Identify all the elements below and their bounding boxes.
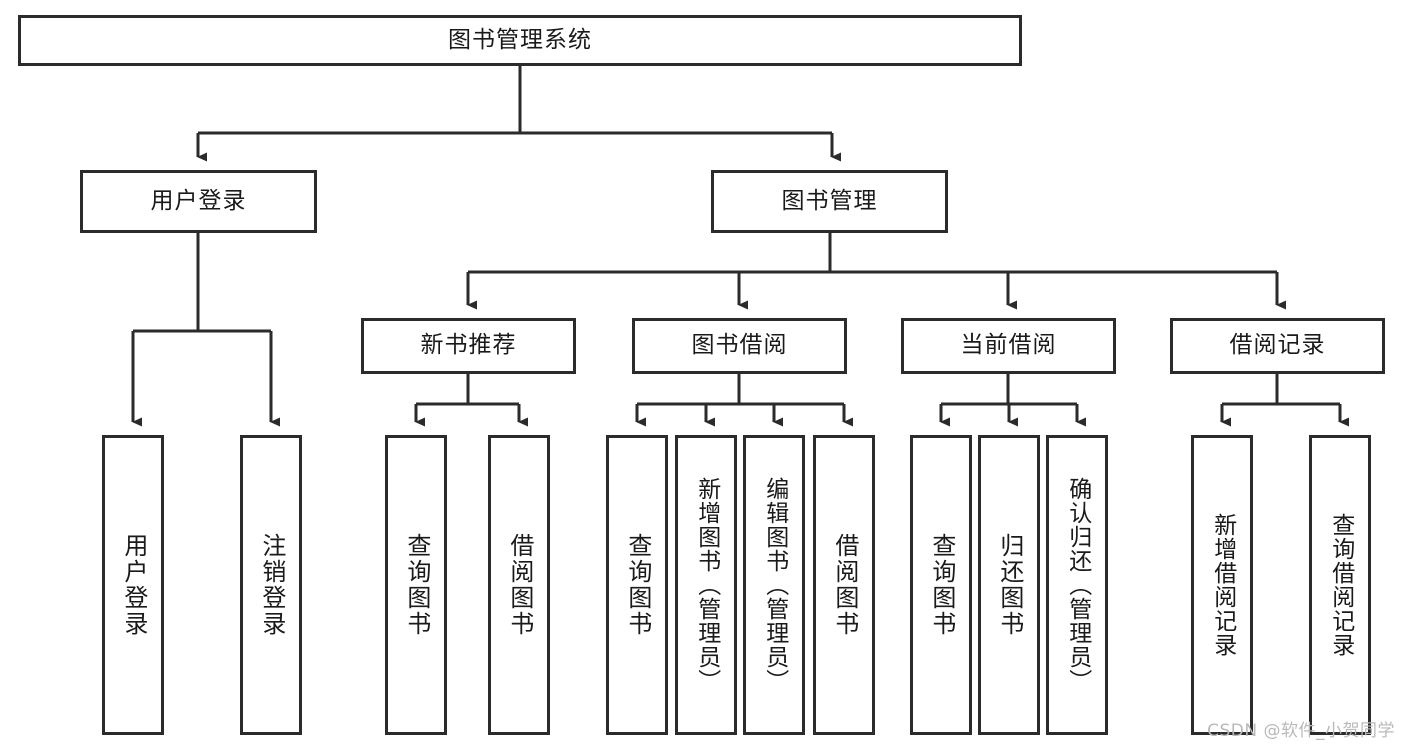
leaf-user-login-login[interactable]: 用户登录 — [102, 435, 164, 735]
leaf-book-borrow-query[interactable]: 查询图书 — [606, 435, 668, 735]
node-book-borrow-label: 图书借阅 — [691, 332, 788, 359]
node-new-book-recommend-label: 新书推荐 — [420, 332, 517, 359]
leaf-book-borrow-query-label: 查询图书 — [623, 533, 652, 637]
leaf-borrow-record-query-label: 查询借阅记录 — [1327, 513, 1354, 657]
leaf-new-book-query-label: 查询图书 — [402, 533, 431, 637]
leaf-borrow-record-add[interactable]: 新增借阅记录 — [1191, 435, 1253, 735]
leaf-current-borrow-return-label: 归还图书 — [995, 533, 1024, 637]
node-current-borrow-label: 当前借阅 — [960, 332, 1057, 359]
node-root-system[interactable]: 图书管理系统 — [18, 15, 1022, 66]
leaf-borrow-record-add-label: 新增借阅记录 — [1209, 513, 1236, 657]
leaf-current-borrow-query[interactable]: 查询图书 — [910, 435, 972, 735]
leaf-book-borrow-borrow[interactable]: 借阅图书 — [813, 435, 875, 735]
node-book-management[interactable]: 图书管理 — [711, 170, 948, 233]
leaf-current-borrow-confirm-label: 确认归还（管理员） — [1064, 477, 1091, 693]
leaf-book-borrow-edit[interactable]: 编辑图书（管理员） — [743, 435, 805, 735]
leaf-new-book-borrow[interactable]: 借阅图书 — [488, 435, 550, 735]
watermark-credit: CSDN @软件_小贺同学 — [1207, 721, 1395, 741]
leaf-current-borrow-confirm[interactable]: 确认归还（管理员） — [1046, 435, 1108, 735]
leaf-borrow-record-query[interactable]: 查询借阅记录 — [1309, 435, 1371, 735]
leaf-current-borrow-return[interactable]: 归还图书 — [978, 435, 1040, 735]
leaf-book-borrow-borrow-label: 借阅图书 — [830, 533, 859, 637]
leaf-current-borrow-query-label: 查询图书 — [927, 533, 956, 637]
node-borrow-record-label: 借阅记录 — [1229, 332, 1326, 359]
leaf-book-borrow-add[interactable]: 新增图书（管理员） — [675, 435, 737, 735]
leaf-new-book-query[interactable]: 查询图书 — [385, 435, 447, 735]
node-user-login-label: 用户登录 — [150, 187, 247, 214]
node-current-borrow[interactable]: 当前借阅 — [901, 318, 1116, 374]
leaf-user-login-logout-label: 注销登录 — [257, 533, 286, 637]
leaf-user-login-logout[interactable]: 注销登录 — [240, 435, 302, 735]
leaf-user-login-login-label: 用户登录 — [119, 533, 148, 637]
node-user-login[interactable]: 用户登录 — [80, 170, 317, 233]
node-book-management-label: 图书管理 — [781, 187, 878, 214]
leaf-book-borrow-add-label: 新增图书（管理员） — [693, 477, 720, 693]
node-root-system-label: 图书管理系统 — [448, 26, 592, 53]
leaf-new-book-borrow-label: 借阅图书 — [505, 533, 534, 637]
node-book-borrow[interactable]: 图书借阅 — [632, 318, 847, 374]
leaf-book-borrow-edit-label: 编辑图书（管理员） — [761, 477, 788, 693]
node-borrow-record[interactable]: 借阅记录 — [1170, 318, 1385, 374]
node-new-book-recommend[interactable]: 新书推荐 — [361, 318, 576, 374]
